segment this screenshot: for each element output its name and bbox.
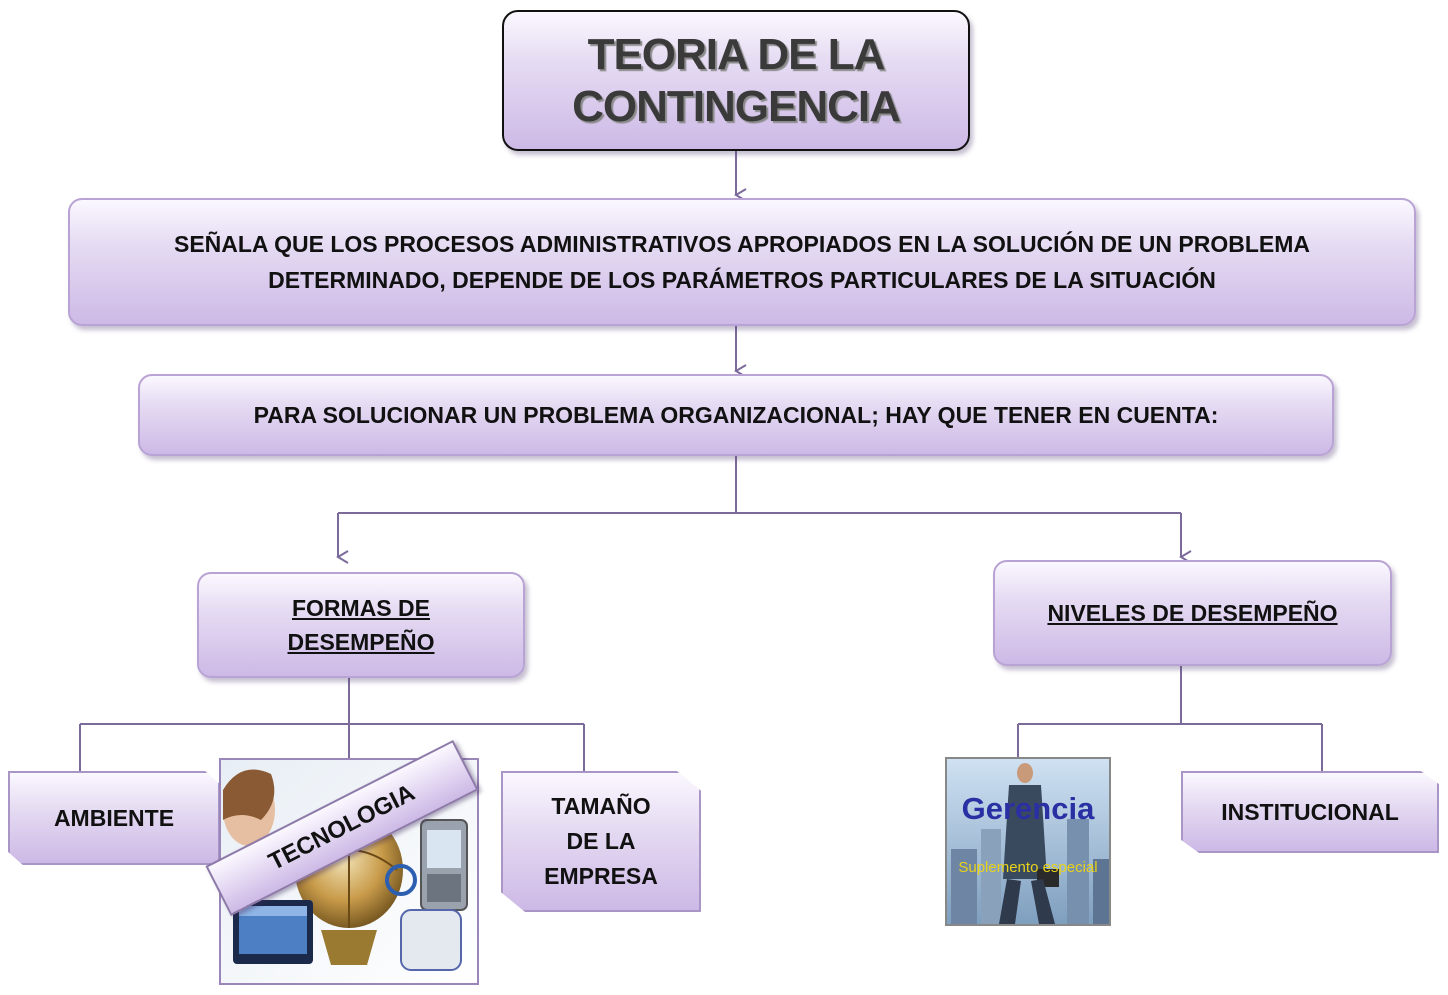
description-box: SEÑALA QUE LOS PROCESOS ADMINISTRATIVOS …	[68, 198, 1416, 326]
tamano-de-la-empresa-box: TAMAÑO DE LA EMPRESA	[501, 771, 701, 912]
technology-illustration	[221, 760, 477, 983]
formas-line-2: DESEMPEÑO	[287, 629, 435, 655]
ambiente-text: AMBIENTE	[53, 804, 175, 831]
formas-de-desempeno-box: FORMAS DE DESEMPEÑO	[197, 572, 525, 678]
gerencia-title: Gerencia	[961, 791, 1095, 826]
institucional-box: INSTITUCIONAL	[1181, 771, 1439, 853]
tamano-line-2: DE LA	[566, 828, 636, 854]
title-line-2: CONTINGENCIA	[572, 81, 901, 131]
gerencia-image: Gerencia Suplemento especial	[945, 757, 1111, 926]
title-box: TEORIA DE LA CONTINGENCIA	[502, 10, 970, 151]
subtitle-text: PARA SOLUCIONAR UN PROBLEMA ORGANIZACION…	[253, 401, 1219, 428]
tecnologia-image	[219, 758, 479, 985]
niveles-de-desempeno-box: NIVELES DE DESEMPEÑO	[993, 560, 1392, 666]
subtitle-box: PARA SOLUCIONAR UN PROBLEMA ORGANIZACION…	[138, 374, 1334, 456]
gerencia-subtitle: Suplemento especial	[958, 859, 1098, 876]
formas-line-1: FORMAS DE	[291, 595, 430, 621]
institucional-text: INSTITUCIONAL	[1221, 798, 1399, 825]
title-line-1: TEORIA DE LA	[587, 29, 886, 79]
tamano-line-3: EMPRESA	[544, 863, 658, 889]
description-line-2: DETERMINADO, DEPENDE DE LOS PARÁMETROS P…	[268, 267, 1216, 293]
tamano-line-1: TAMAÑO	[551, 793, 651, 819]
niveles-text: NIVELES DE DESEMPEÑO	[1047, 599, 1338, 626]
description-line-1: SEÑALA QUE LOS PROCESOS ADMINISTRATIVOS …	[173, 231, 1311, 257]
ambiente-box: AMBIENTE	[8, 771, 220, 865]
business-city-illustration	[947, 759, 1109, 924]
